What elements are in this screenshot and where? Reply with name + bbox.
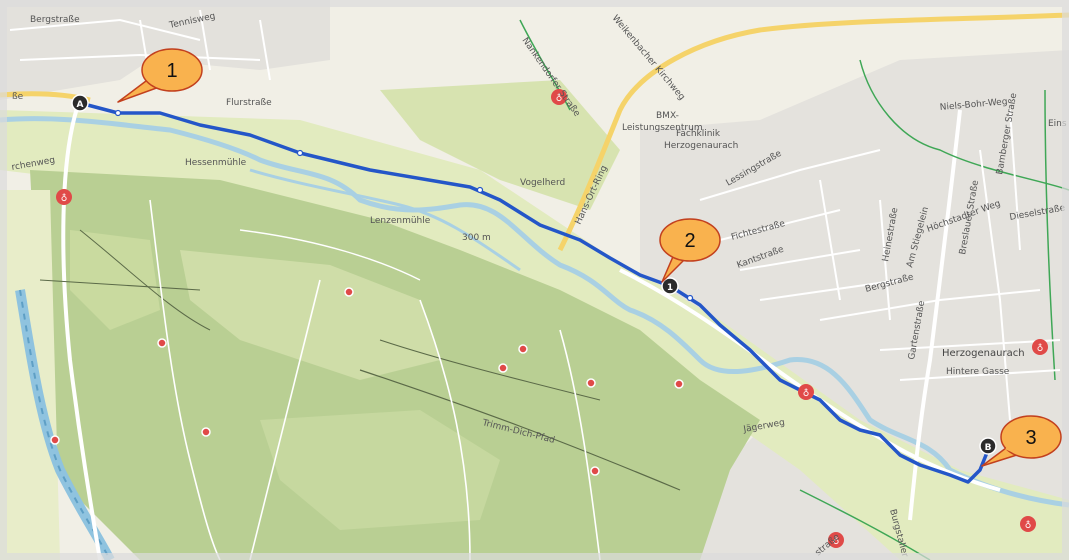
- callout-2-number: 2: [684, 230, 695, 252]
- poi-dots: [50, 287, 684, 476]
- forest-north: [380, 80, 620, 210]
- canal-edge: [19, 289, 111, 560]
- street-grid-east: [699, 109, 1061, 421]
- label-fachklinik: Fachklinik: [676, 129, 721, 139]
- meadow-patch: [180, 250, 440, 380]
- bike-poi-icon[interactable]: ♁: [1020, 516, 1036, 532]
- label-elevation: 300 m: [462, 233, 491, 243]
- label-lenzenmuehle: Lenzenmühle: [370, 216, 431, 226]
- callout-1: 1: [117, 48, 203, 103]
- route-start-marker[interactable]: A: [71, 94, 89, 112]
- start-marker-label: A: [77, 100, 84, 110]
- cycle-path: [519, 19, 571, 111]
- forest-track: [79, 229, 211, 331]
- route-vertices: [114, 109, 694, 302]
- route-waypoint-marker[interactable]: 1: [661, 277, 679, 295]
- label-leistungszentrum: Leistungszentrum: [622, 123, 703, 133]
- svg-text:♁: ♁: [1025, 520, 1032, 531]
- forest-track: [379, 339, 601, 401]
- svg-text:♁: ♁: [803, 388, 810, 399]
- callout-2: 2: [659, 218, 721, 283]
- bike-poi-icon[interactable]: ♁: [56, 189, 72, 205]
- road-main-west: [61, 104, 102, 560]
- meadow-patch: [260, 410, 500, 530]
- label-hintere-gasse: Hintere Gasse: [946, 367, 1010, 377]
- forest-path: [149, 199, 221, 560]
- bike-poi-icon[interactable]: ♁: [828, 532, 844, 548]
- forest-path: [239, 229, 421, 281]
- road-hans-ort-ring: [557, 12, 1069, 252]
- callout-1-number: 1: [166, 60, 177, 82]
- forest-track: [359, 369, 681, 491]
- waypoint-marker-label: 1: [667, 283, 673, 293]
- svg-text:♁: ♁: [1037, 343, 1044, 354]
- cycle-path: [799, 489, 931, 560]
- forest-path: [249, 279, 321, 560]
- forest-track: [39, 279, 201, 291]
- label-hessenmuehle: Hessenmühle: [185, 158, 247, 168]
- callout-3: 3: [981, 415, 1062, 467]
- label-flurstrasse: Flurstraße: [226, 98, 272, 108]
- river-arm: [249, 168, 521, 272]
- label-eins: Eins: [1048, 119, 1067, 129]
- label-bmx: BMX-: [656, 111, 679, 121]
- route-end-marker[interactable]: B: [979, 437, 997, 455]
- urban-area-east: [640, 50, 1069, 560]
- label-be: ße: [12, 92, 24, 102]
- meadow-patch: [70, 230, 160, 330]
- end-marker-label: B: [985, 443, 992, 453]
- bike-poi-icon[interactable]: ♁: [1032, 339, 1048, 355]
- river: [0, 116, 1069, 508]
- label-vogelherd: Vogelherd: [520, 178, 565, 188]
- road-bamberger: [908, 109, 962, 521]
- cycle-path: [1044, 89, 1056, 381]
- label-bergstrasse: Bergstraße: [30, 15, 80, 25]
- label-klinik-herzogenaurach: Herzogenaurach: [664, 141, 738, 151]
- forest-path: [419, 299, 471, 560]
- svg-text:♁: ♁: [61, 193, 68, 204]
- label-herzogenaurach: Herzogenaurach: [942, 348, 1025, 359]
- forest-path: [559, 329, 601, 560]
- callout-3-number: 3: [1025, 427, 1036, 449]
- cycle-path: [859, 59, 1069, 191]
- route-line: [78, 101, 990, 484]
- svg-text:♁: ♁: [556, 93, 563, 104]
- bike-poi-icon[interactable]: ♁: [798, 384, 814, 400]
- meadow-valley: [0, 110, 1069, 560]
- svg-text:♁: ♁: [833, 536, 840, 547]
- bike-poi-icon[interactable]: ♁: [551, 89, 567, 105]
